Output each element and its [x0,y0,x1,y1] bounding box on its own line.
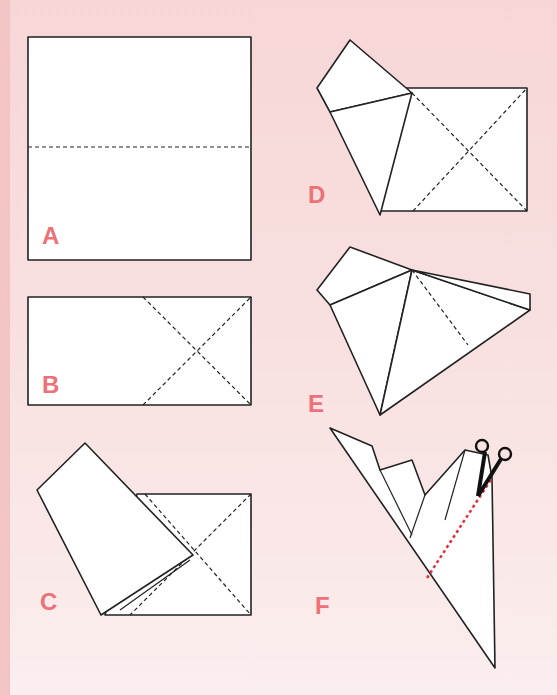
step-letter: F [315,594,330,618]
paper-flap [37,443,193,615]
paper-flap [412,270,530,310]
fold-edge [120,560,190,610]
fold-line [412,270,468,345]
paper-flap [330,93,412,215]
fold-edge [380,470,412,535]
step-letter: B [42,373,59,397]
step-letter: C [40,590,57,614]
paper-flap [380,270,530,415]
cut-line [427,478,492,578]
scissors-icon [476,440,511,496]
fold-line [143,297,251,405]
fold-line [413,88,527,211]
paper-square [28,37,251,260]
fold-line [28,146,251,147]
fold-edge [445,450,465,520]
step-letter: E [308,392,324,416]
edge-strip [0,0,10,695]
fold-edge [410,495,425,538]
step-letter: A [42,224,59,248]
fold-line [143,297,251,405]
paper-folded [330,428,495,668]
paper-folded [28,297,251,405]
step-letter: D [308,183,325,207]
